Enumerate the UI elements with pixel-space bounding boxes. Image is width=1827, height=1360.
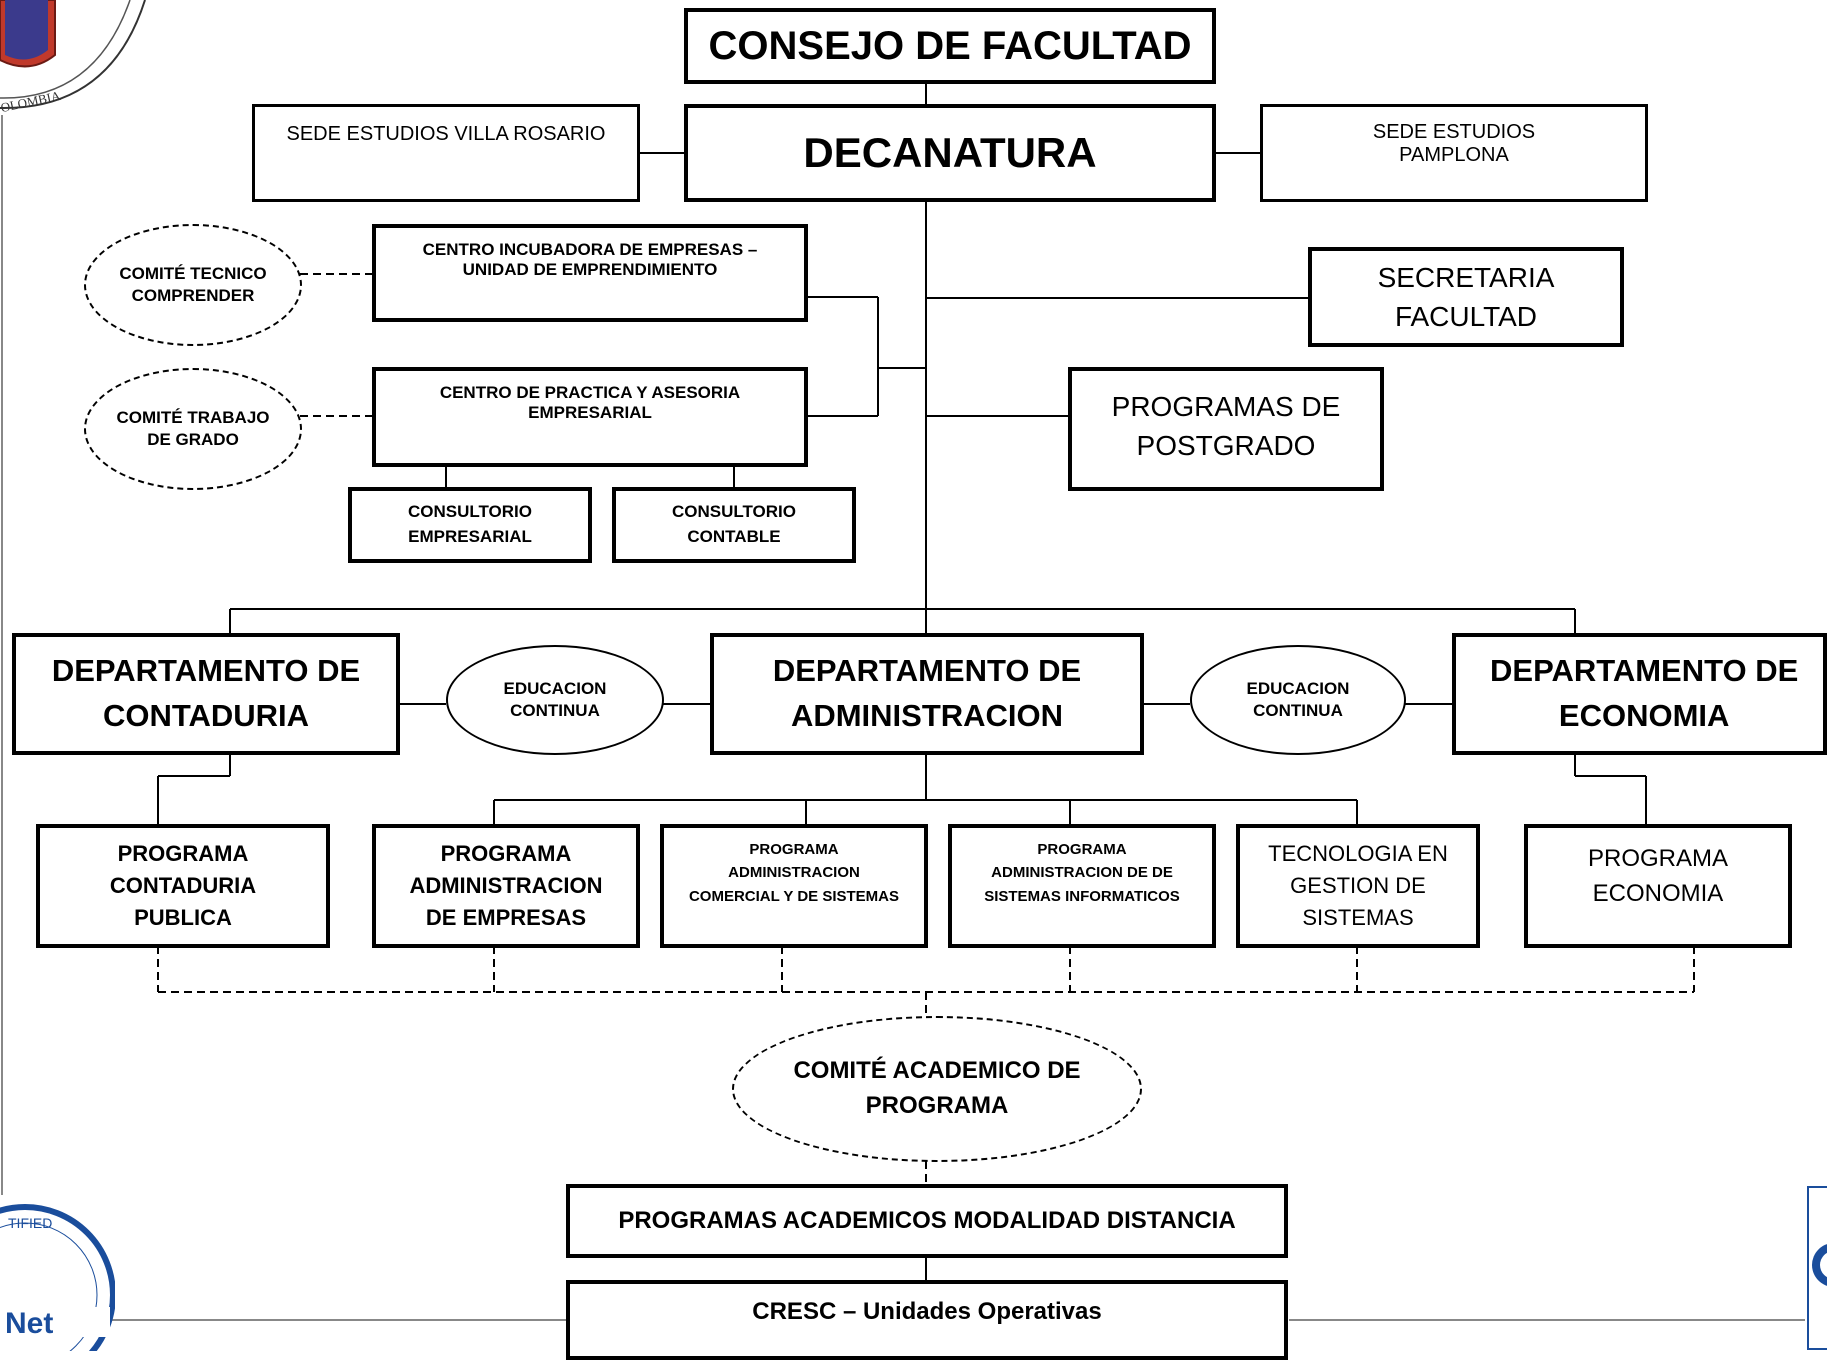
tecnologia-gestion-sistemas-box: TECNOLOGIA EN GESTION DE SISTEMAS <box>1236 824 1480 948</box>
centro-practica-box: CENTRO DE PRACTICA Y ASESORIA EMPRESARIA… <box>372 367 808 467</box>
sede-pamplona-box: SEDE ESTUDIOS PAMPLONA <box>1260 104 1648 202</box>
consultorio-empresarial-box: CONSULTORIO EMPRESARIAL <box>348 487 592 563</box>
decanatura-box: DECANATURA <box>684 104 1216 202</box>
programa-contaduria-publica-box: PROGRAMA CONTADURIA PUBLICA <box>36 824 330 948</box>
comite-tecnico-oval: COMITÉ TECNICO COMPRENDER <box>84 224 302 346</box>
seal-text: OLOMBIA <box>0 88 62 115</box>
departamento-economia-box: DEPARTAMENTO DE ECONOMIA <box>1452 633 1827 755</box>
sede-villa-rosario-box: SEDE ESTUDIOS VILLA ROSARIO <box>252 104 640 202</box>
departamento-administracion-box: DEPARTAMENTO DE ADMINISTRACION <box>710 633 1144 755</box>
svg-text:TIFIED: TIFIED <box>8 1215 52 1231</box>
programa-administracion-sistemas-box: PROGRAMA ADMINISTRACION DE DE SISTEMAS I… <box>948 824 1216 948</box>
programa-administracion-empresas-box: PROGRAMA ADMINISTRACION DE EMPRESAS <box>372 824 640 948</box>
svg-text:Net: Net <box>5 1307 53 1340</box>
comite-academico-oval: COMITÉ ACADEMICO DE PROGRAMA <box>732 1016 1142 1162</box>
iqnet-certified-logo: TIFIED Net <box>0 1204 115 1351</box>
certification-logo-right <box>1807 1186 1827 1350</box>
cresc-unidades-box: CRESC – Unidades Operativas <box>566 1280 1288 1360</box>
consultorio-contable-box: CONSULTORIO CONTABLE <box>612 487 856 563</box>
comite-trabajo-grado-oval: COMITÉ TRABAJO DE GRADO <box>84 368 302 490</box>
educacion-continua-oval-1: EDUCACION CONTINUA <box>446 645 664 755</box>
programas-distancia-box: PROGRAMAS ACADEMICOS MODALIDAD DISTANCIA <box>566 1184 1288 1258</box>
programas-postgrado-box: PROGRAMAS DE POSTGRADO <box>1068 367 1384 491</box>
departamento-contaduria-box: DEPARTAMENTO DE CONTADURIA <box>12 633 400 755</box>
programa-administracion-comercial-box: PROGRAMA ADMINISTRACION COMERCIAL Y DE S… <box>660 824 928 948</box>
secretaria-facultad-box: SECRETARIA FACULTAD <box>1308 247 1624 347</box>
university-seal-logo: OLOMBIA <box>0 0 146 115</box>
programa-economia-box: PROGRAMA ECONOMIA <box>1524 824 1792 948</box>
educacion-continua-oval-2: EDUCACION CONTINUA <box>1190 645 1406 755</box>
centro-incubadora-box: CENTRO INCUBADORA DE EMPRESAS – UNIDAD D… <box>372 224 808 322</box>
consejo-de-facultad-box: CONSEJO DE FACULTAD <box>684 8 1216 84</box>
